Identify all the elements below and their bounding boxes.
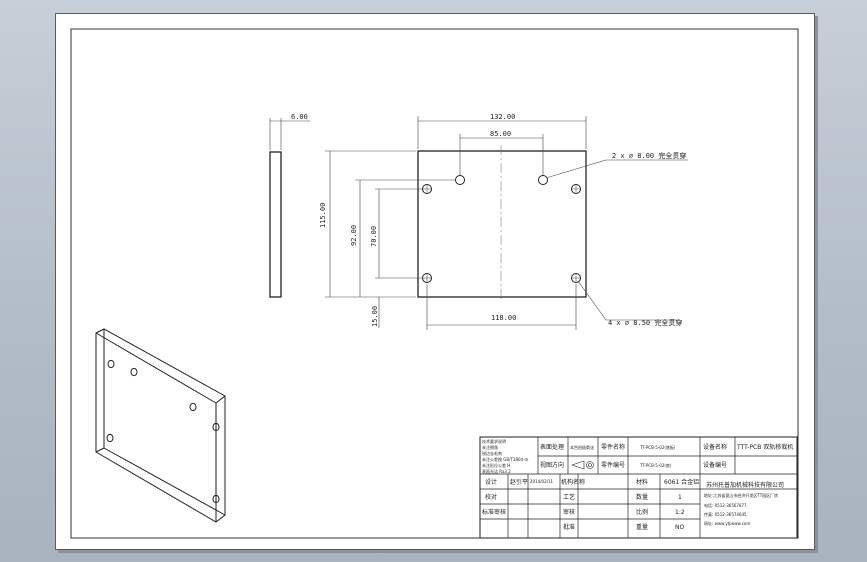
side-view-outline (269, 151, 282, 298)
weight-label: 重量 (636, 523, 648, 531)
title-block: 技术要求说明 未注倒角 锐边去毛刺 未注公差按 GB/T1804-m 未注形位公… (479, 436, 798, 539)
company-name: 苏州托普加机械科技有限公司 (706, 481, 784, 489)
part-no-value: TT-PCB-5-02(底) (639, 462, 672, 468)
scale-label: 比例 (636, 508, 648, 516)
part-name-label: 零件名称 (601, 443, 625, 451)
drawing-label: 机构名称 (561, 478, 585, 486)
scale-value: 1:2 (675, 509, 685, 516)
isometric-view (95, 328, 226, 523)
dim-height-overall: 115.00 (319, 203, 327, 228)
checker-label: 校对 (485, 493, 497, 501)
weight-value: NO (675, 524, 684, 531)
tech-note: 锐边去毛刺 (482, 450, 502, 456)
callout-top-holes: 2 x ⌀ 8.00 完全贯穿 (612, 151, 686, 160)
dim-bottom-offset: 15.00 (371, 306, 379, 327)
approve-label: 批准 (563, 523, 575, 531)
equipment-name-value: TTT-PCB 双轨移栽机 (736, 443, 793, 451)
top-hole (538, 175, 548, 185)
std-check-label: 标准审核 (482, 508, 506, 516)
quantity-value: 1 (678, 494, 682, 501)
equipment-name-label: 设备名称 (703, 443, 727, 451)
dim-bottom-width: 118.00 (491, 314, 516, 322)
company-fax: 传真: 0512-36574645 (704, 511, 747, 517)
dim-height-70: 70.00 (370, 226, 378, 247)
surface-treatment-label: 表面处理 (540, 443, 564, 451)
tech-note: 未注形位公差 H (482, 462, 510, 468)
material-value: 6061 合金铝 (664, 478, 699, 486)
tech-note: 未注倒角 (482, 444, 498, 450)
corner-hole (571, 273, 581, 283)
dim-thickness: 6.00 (291, 113, 308, 121)
equipment-no-label: 设备编号 (703, 461, 727, 469)
company-address: 地址:江苏省昆山市经济开发区TT园区厂房 (704, 492, 778, 498)
process-label: 工艺 (563, 493, 575, 501)
inner-border (70, 28, 799, 539)
part-name-value: TT-PCB-5-02(底板) (639, 444, 676, 450)
plate-outline (417, 150, 587, 298)
designer-value: 赵引平 (510, 478, 528, 486)
projection-label: 视图方向 (540, 461, 564, 469)
surface-treatment-value: 本色阳极氧化 (570, 444, 594, 450)
dim-height-92: 92.00 (350, 225, 358, 246)
material-label: 材料 (636, 478, 648, 486)
corner-hole (571, 184, 581, 194)
front-view: 132.00 85.00 115.00 92.00 70.00 15.00 11… (319, 113, 688, 330)
corner-hole (422, 184, 432, 194)
projection-symbol-icon (571, 460, 594, 470)
callout-corner-holes: 4 x ⌀ 8.50 完全贯穿 (608, 318, 682, 327)
company-tel: 电话: 0512-36567877 (704, 502, 747, 508)
tech-note: 未注公差按 GB/T1804-m (482, 456, 529, 462)
tech-note: 技术要求说明 (482, 438, 506, 444)
design-date: 2014/02/11 (530, 479, 554, 484)
top-hole (455, 175, 465, 185)
part-no-label: 零件编号 (601, 461, 625, 469)
dim-width-overall: 132.00 (490, 113, 515, 121)
dim-hole-spacing: 85.00 (490, 130, 511, 138)
designer-label: 设计 (485, 478, 497, 486)
tech-note: 表面光洁 Ra3.2 (482, 468, 511, 474)
corner-hole (422, 273, 432, 283)
audit-label: 审核 (563, 508, 575, 516)
company-web: 网址: www.ytpoww.com (704, 520, 750, 526)
quantity-label: 数量 (636, 493, 648, 501)
side-view: 6.00 (269, 113, 310, 298)
